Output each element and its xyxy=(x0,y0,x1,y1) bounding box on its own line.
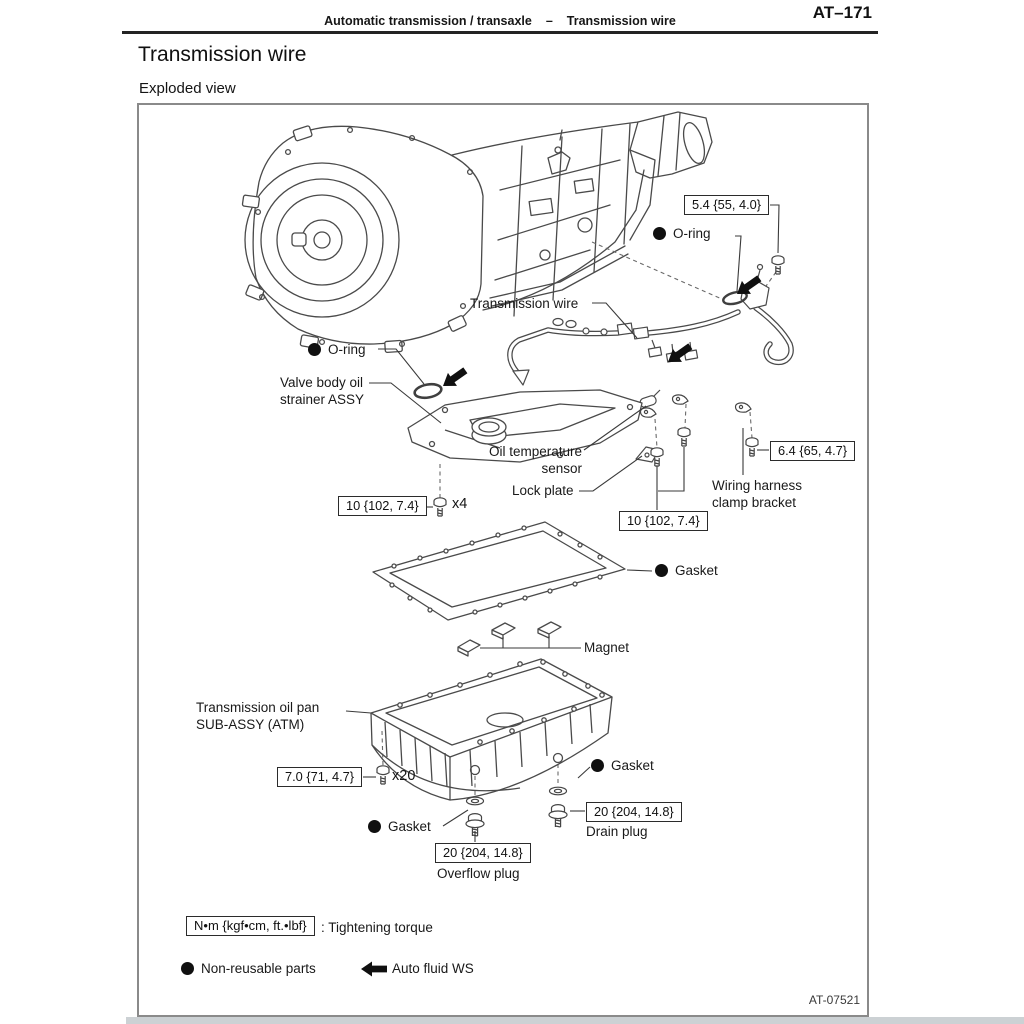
non-reusable-bullet-icon xyxy=(655,564,668,577)
callout-line: sensor xyxy=(541,460,582,476)
legend-non-reusable: Non-reusable parts xyxy=(181,961,316,978)
legend-torque-unit-box: N•m {kgf•cm, ft.•lbf} xyxy=(186,916,315,936)
legend-label: Non-reusable parts xyxy=(201,961,316,976)
callout-wiring-harness-clamp: Wiring harness clamp bracket xyxy=(712,478,802,511)
page-edge-strip xyxy=(126,1017,1024,1024)
torque-box-drain-plug: 20 {204, 14.8} xyxy=(586,802,682,822)
header-running-title: Automatic transmission / transaxle–Trans… xyxy=(122,14,878,28)
callout-line: Transmission oil pan xyxy=(196,700,320,715)
callout-line: clamp bracket xyxy=(712,494,797,510)
callout-valve-body-strainer: Valve body oil strainer ASSY xyxy=(280,375,364,408)
page-title: Transmission wire xyxy=(138,43,307,66)
figure-code: AT-07521 xyxy=(808,993,860,1007)
pan-bolt-qty: x20 xyxy=(392,768,416,784)
non-reusable-bullet-icon xyxy=(591,759,604,772)
callout-label: Gasket xyxy=(675,563,718,578)
callout-label: O-ring xyxy=(673,226,711,241)
callout-magnet: Magnet xyxy=(584,640,630,655)
legend-torque-caption: : Tightening torque xyxy=(321,920,433,935)
callout-gasket-pan: Gasket xyxy=(655,563,718,580)
non-reusable-bullet-icon xyxy=(368,820,381,833)
callout-o-ring-top: O-ring xyxy=(653,226,711,243)
strainer-bolt-qty: x4 xyxy=(452,496,468,512)
callout-label: Gasket xyxy=(388,819,431,834)
torque-box-clamp-bolt: 6.4 {65, 4.7} xyxy=(770,441,856,461)
header-rule xyxy=(122,31,878,34)
legend-auto-fluid: Auto fluid WS xyxy=(392,961,474,976)
torque-box-pan-bolt: 7.0 {71, 4.7} xyxy=(277,767,363,787)
callout-drain-plug: Drain plug xyxy=(586,824,648,839)
callout-transmission-wire: Transmission wire xyxy=(470,296,579,311)
non-reusable-bullet-icon xyxy=(181,962,194,975)
callout-line: Oil temperature xyxy=(488,444,582,459)
header-topic: Transmission wire xyxy=(566,14,676,28)
page-number: AT–171 xyxy=(812,3,872,22)
callout-line: Valve body oil xyxy=(280,375,364,390)
callout-oil-pan: Transmission oil pan SUB-ASSY (ATM) xyxy=(196,700,319,733)
callout-line: strainer ASSY xyxy=(280,391,365,407)
header-dash: – xyxy=(545,14,553,28)
torque-box-sensor-bolt: 10 {102, 7.4} xyxy=(619,511,708,531)
callout-lock-plate: Lock plate xyxy=(512,483,574,498)
torque-box-oring-union: 5.4 {55, 4.0} xyxy=(684,195,770,215)
callout-label: Gasket xyxy=(611,758,654,773)
callout-overflow-plug: Overflow plug xyxy=(437,866,520,881)
callout-label: O-ring xyxy=(328,342,366,357)
callout-oil-temp-sensor: Oil temperature sensor xyxy=(440,444,582,477)
section-subtitle: Exploded view xyxy=(139,80,236,97)
callout-line: Wiring harness xyxy=(712,478,803,493)
callout-gasket-drain: Gasket xyxy=(591,758,654,775)
torque-box-strainer-bolt: 10 {102, 7.4} xyxy=(338,496,427,516)
header-breadcrumb: Automatic transmission / transaxle xyxy=(324,14,532,28)
callout-gasket-overflow: Gasket xyxy=(368,819,431,836)
non-reusable-bullet-icon xyxy=(653,227,666,240)
callout-o-ring-left: O-ring xyxy=(308,342,366,359)
callout-line: SUB-ASSY (ATM) xyxy=(196,716,305,732)
torque-box-overflow-plug: 20 {204, 14.8} xyxy=(435,843,531,863)
non-reusable-bullet-icon xyxy=(308,343,321,356)
